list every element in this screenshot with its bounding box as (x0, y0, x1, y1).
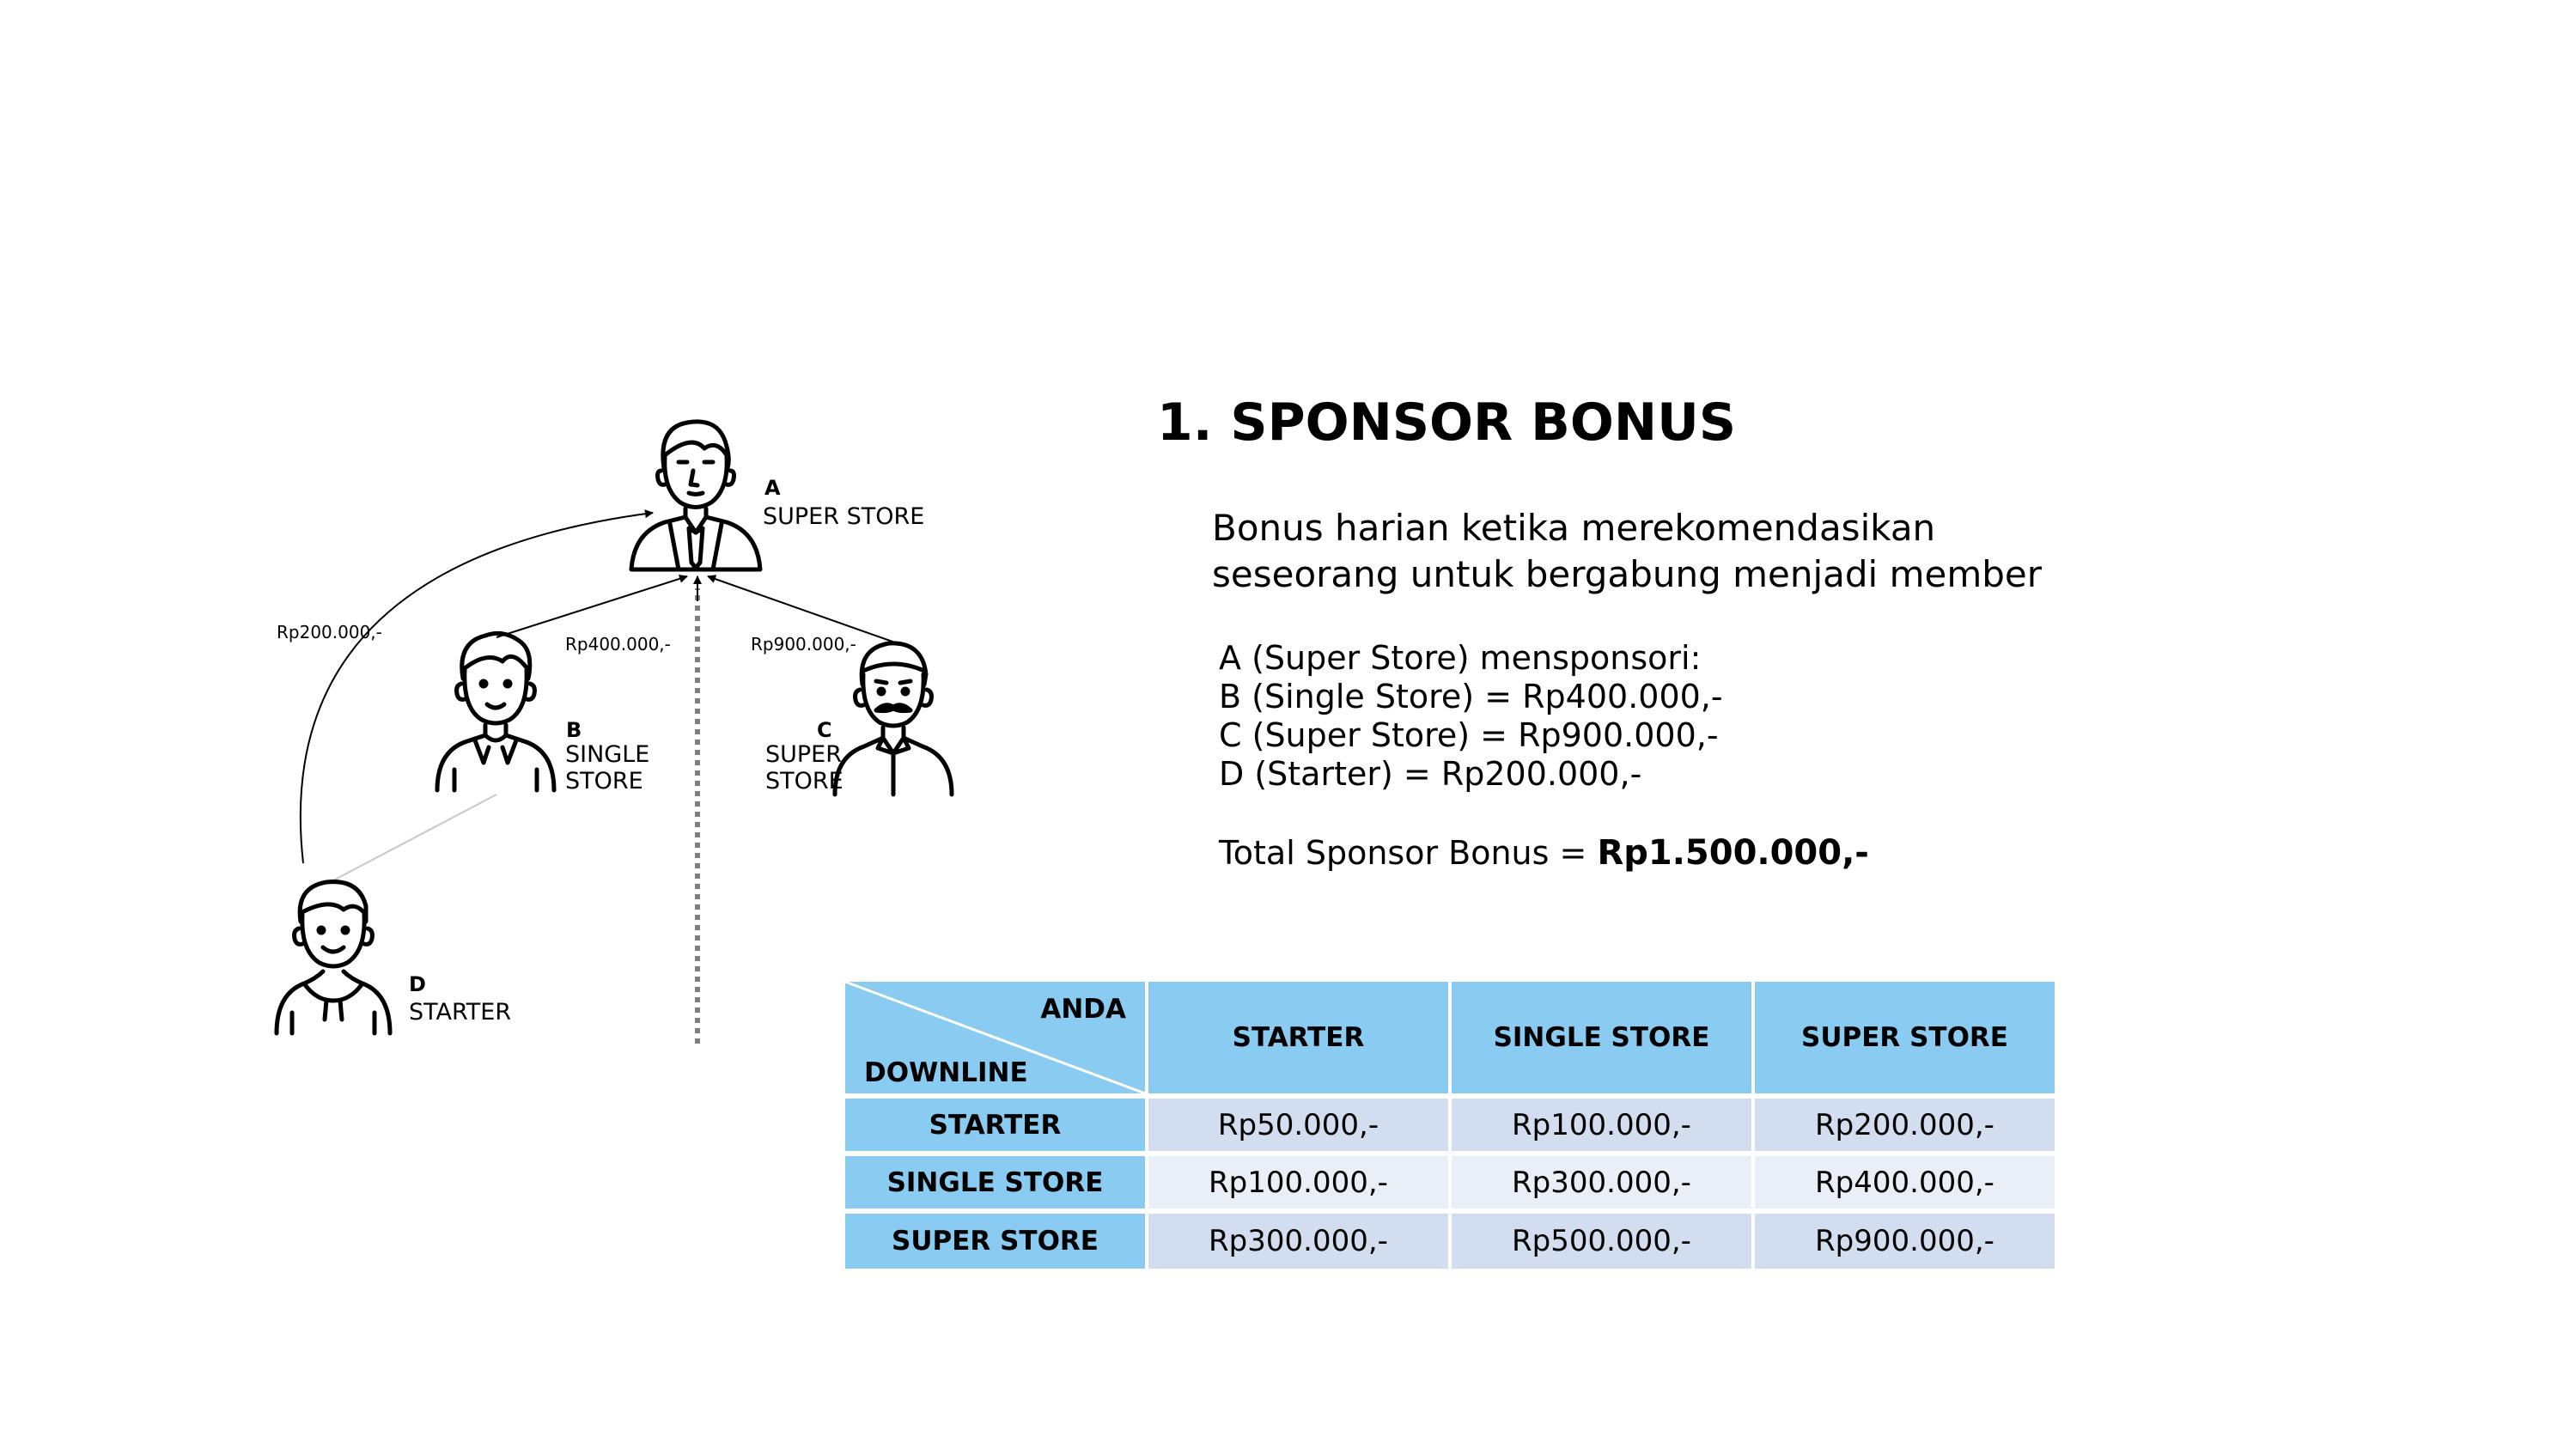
arrow-b-to-a (496, 574, 688, 638)
corner-anda: ANDA (1040, 994, 1126, 1025)
arrow-c-to-a (707, 575, 896, 643)
example-line-d: D (Starter) = Rp200.000,- (1219, 755, 1642, 793)
man-tie-icon (629, 419, 763, 572)
young-man-icon (435, 630, 557, 793)
page-title: 1. SPONSOR BONUS (1157, 393, 1737, 453)
table-cell: Rp50.000,- (1148, 1099, 1448, 1151)
node-c-label-line1: SUPER (765, 741, 843, 768)
node-c-letter: C (817, 718, 832, 742)
amount-b-to-a: Rp400.000,- (565, 634, 671, 654)
corner-downline: DOWNLINE (864, 1057, 1028, 1088)
node-a-label: SUPER STORE (763, 503, 925, 530)
column-header: STARTER (1148, 982, 1448, 1093)
node-c-label-line2: STORE (765, 768, 843, 795)
column-header: SUPER STORE (1755, 982, 2055, 1093)
table-cell: Rp100.000,- (1452, 1099, 1751, 1151)
amount-c-to-a: Rp900.000,- (751, 634, 856, 654)
total-sponsor-bonus: Total Sponsor Bonus = Rp1.500.000,- (1219, 833, 1869, 873)
table-cell: Rp500.000,- (1452, 1214, 1751, 1269)
row-header: SUPER STORE (845, 1214, 1145, 1269)
table-row: SINGLE STORE Rp100.000,- Rp300.000,- Rp4… (845, 1156, 2055, 1209)
table-cell: Rp200.000,- (1755, 1099, 2055, 1151)
node-a-letter: A (764, 476, 781, 500)
link-d-to-b (332, 794, 497, 881)
amount-d-to-a: Rp200.000,- (277, 622, 382, 642)
arrow-d-to-a (299, 509, 654, 864)
node-d-letter: D (409, 972, 426, 996)
node-b-label-line1: SINGLE (565, 741, 650, 768)
total-label: Total Sponsor Bonus = (1219, 834, 1598, 872)
example-list: A (Super Store) mensponsori: B (Single S… (1219, 639, 1723, 794)
example-intro: A (Super Store) mensponsori: (1219, 639, 1702, 677)
row-header: STARTER (845, 1099, 1145, 1151)
table-cell: Rp900.000,- (1755, 1214, 2055, 1269)
description-line-2: seseorang untuk bergabung menjadi member (1212, 553, 2042, 595)
example-line-b: B (Single Store) = Rp400.000,- (1219, 678, 1723, 715)
table-cell: Rp400.000,- (1755, 1156, 2055, 1209)
bonus-table: ANDA DOWNLINE STARTER SINGLE STORE SUPER… (842, 982, 2058, 1269)
table-corner-cell: ANDA DOWNLINE (845, 982, 1145, 1093)
corner-diagonal (845, 982, 1145, 1093)
mustache-man-icon (832, 641, 954, 797)
description-line-1: Bonus harian ketika merekomendasikan (1212, 507, 1936, 549)
table-header-row: ANDA DOWNLINE STARTER SINGLE STORE SUPER… (845, 982, 2055, 1093)
hoodie-man-icon (274, 880, 393, 1036)
table-row: STARTER Rp50.000,- Rp100.000,- Rp200.000… (845, 1099, 2055, 1151)
total-value: Rp1.500.000,- (1597, 833, 1869, 873)
table-cell: Rp300.000,- (1148, 1214, 1448, 1269)
table-row: SUPER STORE Rp300.000,- Rp500.000,- Rp90… (845, 1214, 2055, 1269)
table-cell: Rp100.000,- (1148, 1156, 1448, 1209)
column-header: SINGLE STORE (1452, 982, 1751, 1093)
node-d-label: STARTER (409, 999, 512, 1026)
node-b-letter: B (566, 718, 582, 742)
description: Bonus harian ketika merekomendasikan ses… (1212, 505, 2042, 598)
row-header: SINGLE STORE (845, 1156, 1145, 1209)
example-line-c: C (Super Store) = Rp900.000,- (1219, 716, 1719, 754)
table-cell: Rp300.000,- (1452, 1156, 1751, 1209)
node-b-label-line2: STORE (565, 768, 643, 795)
sponsor-diagram (274, 419, 954, 1044)
